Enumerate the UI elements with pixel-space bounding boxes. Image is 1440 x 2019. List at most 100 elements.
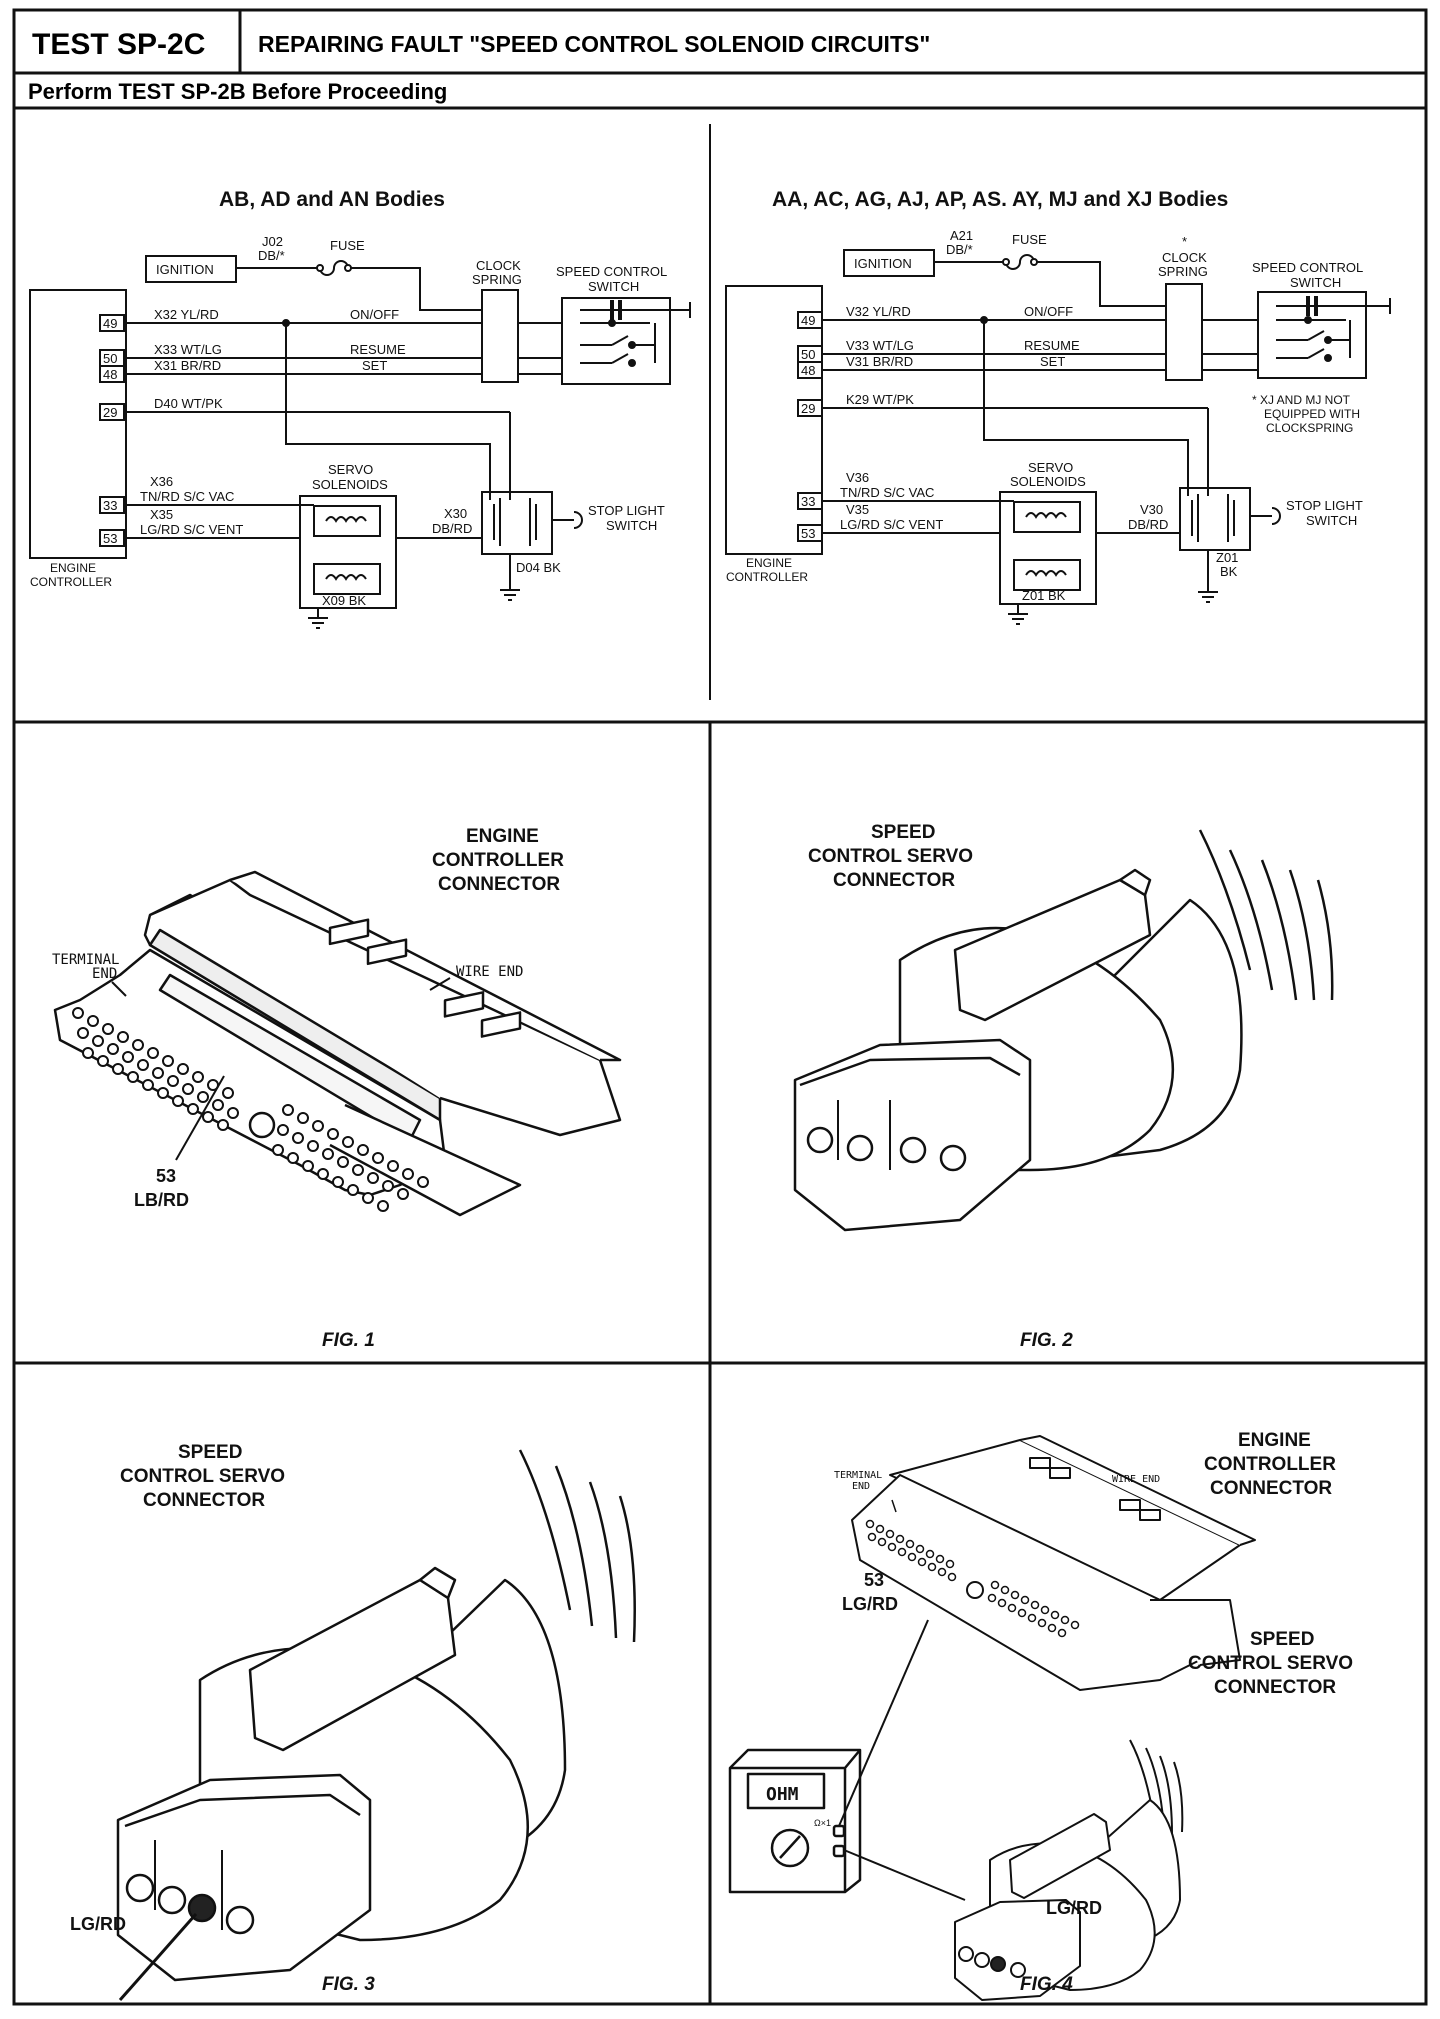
fuse-label: FUSE [330,238,365,253]
clockspring-note-2: EQUIPPED WITH [1264,407,1360,421]
wire-48-label-right: V31 BR/RD [846,354,913,369]
clock-spring-star: * [1182,234,1187,249]
fig4-ec-title-1: ENGINE [1238,1430,1311,1451]
fig4-caption: FIG. 4 [1020,1974,1073,1995]
fig4-wire-label: LG/RD [1046,1898,1102,1918]
pin-33-right: 33 [801,494,815,509]
function-49-label-right: ON/OFF [1024,304,1073,319]
fig1-terminal-label: TERMINAL [52,952,119,968]
wire-33-label-right: TN/RD S/C VAC [840,485,934,500]
wire-29-label-right: K29 WT/PK [846,392,914,407]
pin-29-right: 29 [801,401,815,416]
ignition-label-right: IGNITION [854,256,912,271]
clock-spring-label-right: CLOCK [1162,250,1207,265]
wire-29-label: D40 WT/PK [154,396,223,411]
ignition-label: IGNITION [156,262,214,277]
stop-ground-circuit-right: Z01 [1216,550,1238,565]
clockspring-note-1: * XJ AND MJ NOT [1252,393,1351,407]
wire-53-label-right: LG/RD S/C VENT [840,517,943,532]
pin-50: 50 [103,351,117,366]
wire-50-label-right: V33 WT/LG [846,338,914,353]
fuse-color-label: DB/* [258,248,285,263]
stop-light-label-2-right: SWITCH [1306,513,1357,528]
fig1-labels: ENGINE CONTROLLER CONNECTOR TERMINAL END… [52,826,564,1351]
stop-wire-label-right: DB/RD [1128,517,1168,532]
fig4-wire-end-label: WIRE END [1112,1474,1160,1485]
engine-controller-label-right: ENGINE [746,556,792,570]
servo-solenoids-box-right [999,491,1097,605]
fuse-circuit-label-right: A21 [950,228,973,243]
fig4-sc-title-1: SPEED [1250,1629,1314,1650]
engine-controller-label: ENGINE [50,561,96,575]
clockspring-note-3: CLOCKSPRING [1266,421,1353,435]
stop-light-label-right: STOP LIGHT [1286,498,1363,513]
fig4-sc-title-2: CONTROL SERVO [1188,1653,1353,1674]
wire-53-label: LG/RD S/C VENT [140,522,243,537]
pin-33: 33 [103,498,117,513]
page-subtitle: Perform TEST SP-2B Before Proceeding [28,79,447,104]
speed-control-switch-label: SPEED CONTROL [556,264,667,279]
wire-48-label: X31 BR/RD [154,358,221,373]
servo-solenoids-box [299,495,397,609]
wire-50-label: X33 WT/LG [154,342,222,357]
fuse-circuit-label: J02 [262,234,283,249]
wire-33-circuit-right: V36 [846,470,869,485]
fig3-connector-drawing [116,1449,636,2001]
fig2-labels: SPEED CONTROL SERVO CONNECTOR FIG. 2 [808,822,1073,1351]
ohmmeter-display-text: OHM [766,1784,799,1805]
fuse-color-label-right: DB/* [946,242,973,257]
fig4-ec-title-2: CONTROLLER [1204,1454,1336,1475]
schematic-left [29,255,691,629]
engine-controller-label-2-right: CONTROLLER [726,570,808,584]
servo-label-2-right: SOLENOIDS [1010,474,1086,489]
test-id: TEST SP-2C [32,28,205,61]
fig1-pin-number: 53 [156,1166,176,1186]
fig4-servo-connector-drawing [954,1739,1184,2001]
stop-wire-circuit: X30 [444,506,467,521]
clock-spring-box [481,289,519,383]
speed-control-switch-label-right: SPEED CONTROL [1252,260,1363,275]
pin-53-right: 53 [801,526,815,541]
servo-label: SERVO [328,462,373,477]
function-48-label-right: SET [1040,354,1065,369]
fig3-labels: SPEED CONTROL SERVO CONNECTOR LG/RD FIG.… [70,1442,375,1995]
fig1-terminal-label-2: END [92,966,117,982]
servo-ground-label-right: Z01 BK [1022,588,1066,603]
fig4-terminal-label-2: END [852,1481,870,1492]
fig3-title-3: CONNECTOR [143,1490,265,1511]
stop-wire-circuit-right: V30 [1140,502,1163,517]
clock-spring-label-2: SPRING [472,272,522,287]
speed-control-switch-label-2-right: SWITCH [1290,275,1341,290]
fig1-title-3: CONNECTOR [438,874,560,895]
wire-53-circuit-right: V35 [846,502,869,517]
function-50-label: RESUME [350,342,406,357]
stop-light-switch-box [481,491,553,555]
page-title: REPAIRING FAULT "SPEED CONTROL SOLENOID … [258,31,930,57]
stop-ground-color-right: BK [1220,564,1238,579]
schematic-right-labels: AA, AC, AG, AJ, AP, AS. AY, MJ and XJ Bo… [726,188,1363,603]
fig3-caption: FIG. 3 [322,1974,375,1995]
engine-controller-label-2: CONTROLLER [30,575,112,589]
schematic-right [725,249,1391,625]
fig4-pin-number: 53 [864,1570,884,1590]
fig4-terminal-label: TERMINAL [834,1470,882,1481]
pin-48: 48 [103,367,117,382]
servo-label-right: SERVO [1028,460,1073,475]
fig1-pin-color: LB/RD [134,1190,189,1210]
fig1-title-2: CONTROLLER [432,850,564,871]
engine-controller-box-right [725,285,823,555]
wire-49-label-right: V32 YL/RD [846,304,911,319]
schematic-left-labels: AB, AD and AN Bodies IGNITION J02 DB/* F… [30,188,667,608]
fig2-title-1: SPEED [871,822,935,843]
function-48-label: SET [362,358,387,373]
clock-spring-label-2-right: SPRING [1158,264,1208,279]
fig1-pin-holes [72,1007,429,1212]
pin-53: 53 [103,531,117,546]
clock-spring-label: CLOCK [476,258,521,273]
stop-light-switch-box-right [1179,487,1251,551]
fig4-ec-title-3: CONNECTOR [1210,1478,1332,1499]
fig4-sc-title-3: CONNECTOR [1214,1677,1336,1698]
fuse-label-right: FUSE [1012,232,1047,247]
fig4-pin-color: LG/RD [842,1594,898,1614]
